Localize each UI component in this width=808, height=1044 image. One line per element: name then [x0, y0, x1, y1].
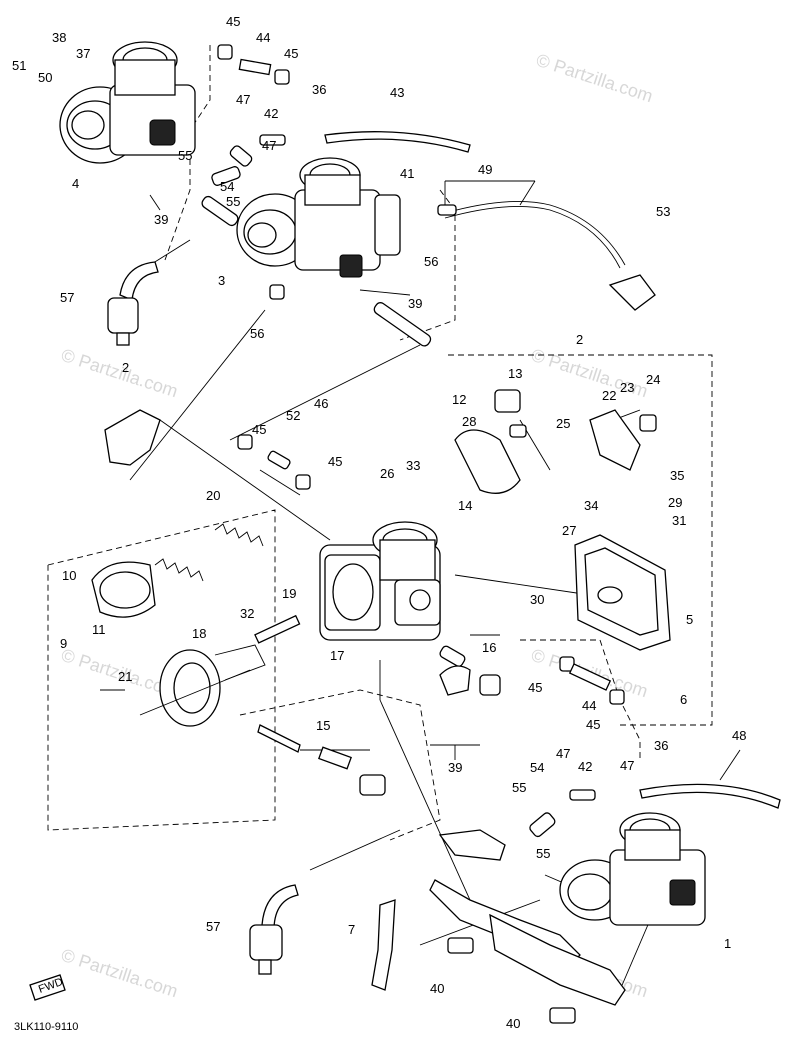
- callout-number: 39: [408, 296, 422, 311]
- callout-number: 51: [12, 58, 26, 73]
- vacuum-chamber-cover: [91, 561, 156, 618]
- callout-number: 36: [312, 82, 326, 97]
- callout-number: 45: [252, 422, 266, 437]
- callout-number: 45: [328, 454, 342, 469]
- carburetor-body-19: [319, 521, 441, 641]
- spring-20: [154, 523, 264, 582]
- watermark: © Partzilla.com: [59, 945, 181, 1002]
- callout-number: 13: [508, 366, 522, 381]
- callout-number: 46: [314, 396, 328, 411]
- callout-number: 12: [452, 392, 466, 407]
- callout-number: 18: [192, 626, 206, 641]
- callout-number: 44: [256, 30, 270, 45]
- callout-number: 1: [724, 936, 731, 951]
- callout-number: 57: [60, 290, 74, 305]
- diagram-code: 3LK110-9110: [14, 1021, 78, 1033]
- callout-number: 54: [220, 179, 234, 194]
- callout-number: 56: [250, 326, 264, 341]
- callout-number: 27: [562, 523, 576, 538]
- callout-number: 10: [62, 568, 76, 583]
- callout-number: 40: [506, 1016, 520, 1031]
- float-chamber-27: [574, 534, 671, 651]
- callout-number: 47: [556, 746, 570, 761]
- callout-number: 29: [668, 495, 682, 510]
- float-assembly: [454, 389, 657, 494]
- callout-number: 55: [536, 846, 550, 861]
- callout-number: 11: [92, 622, 106, 637]
- callout-number: 49: [478, 162, 492, 177]
- callout-number: 47: [236, 92, 250, 107]
- carburetor-assembly-3: [236, 157, 401, 278]
- callout-number: 15: [316, 718, 330, 733]
- callout-number: 25: [556, 416, 570, 431]
- watermark: © Partzilla.com: [59, 345, 181, 402]
- callout-number: 44: [582, 698, 596, 713]
- callout-number: 22: [602, 388, 616, 403]
- watermark: © Partzilla.com: [534, 50, 656, 107]
- callout-number: 36: [654, 738, 668, 753]
- callout-number: 24: [646, 372, 660, 387]
- callout-number: 6: [680, 692, 687, 707]
- joint-pipe-57-lower: [249, 884, 299, 975]
- callout-number: 32: [240, 606, 254, 621]
- callout-number: 45: [226, 14, 240, 29]
- callout-number: 43: [390, 85, 404, 100]
- callout-number: 14: [458, 498, 472, 513]
- callout-number: 41: [400, 166, 414, 181]
- callout-number: 37: [76, 46, 90, 61]
- callout-number: 57: [206, 919, 220, 934]
- callout-number: 5: [686, 612, 693, 627]
- callout-number: 55: [226, 194, 240, 209]
- callout-number: 45: [586, 717, 600, 732]
- callout-number: 16: [482, 640, 496, 655]
- callout-number: 2: [576, 332, 583, 347]
- callout-number: 30: [530, 592, 544, 607]
- small-fittings: [201, 44, 625, 838]
- callout-number: 56: [424, 254, 438, 269]
- callout-number: 45: [284, 46, 298, 61]
- callout-number: 31: [672, 513, 686, 528]
- callout-number: 34: [584, 498, 598, 513]
- callout-number: 45: [528, 680, 542, 695]
- callout-number: 53: [656, 204, 670, 219]
- callout-number: 19: [282, 586, 296, 601]
- callout-number: 40: [430, 981, 444, 996]
- hoses: [324, 131, 781, 809]
- callout-number: 48: [732, 728, 746, 743]
- callout-number: 26: [380, 466, 394, 481]
- callout-number: 47: [620, 758, 634, 773]
- callout-number: 23: [620, 380, 634, 395]
- callout-number: 21: [118, 669, 132, 684]
- callout-number: 33: [406, 458, 420, 473]
- brackets: [104, 409, 626, 1024]
- callout-number: 39: [154, 212, 168, 227]
- callout-number: 35: [670, 468, 684, 483]
- callout-number: 9: [60, 636, 67, 651]
- callout-number: 20: [206, 488, 220, 503]
- joint-pipe-57-upper: [107, 261, 159, 346]
- callout-number: 47: [262, 138, 276, 153]
- callout-number: 2: [122, 360, 129, 375]
- carburetor-assembly-1: [559, 812, 706, 926]
- callout-number: 55: [178, 148, 192, 163]
- callout-number: 52: [286, 408, 300, 423]
- callout-number: 39: [448, 760, 462, 775]
- callout-number: 3: [218, 273, 225, 288]
- carburetor-assembly-4: [59, 41, 196, 164]
- callout-number: 4: [72, 176, 79, 191]
- callout-number: 50: [38, 70, 52, 85]
- callout-number: 42: [264, 106, 278, 121]
- callout-number: 28: [462, 414, 476, 429]
- callout-number: 7: [348, 922, 355, 937]
- callout-number: 42: [578, 759, 592, 774]
- callout-number: 55: [512, 780, 526, 795]
- callout-number: 17: [330, 648, 344, 663]
- callout-number: 38: [52, 30, 66, 45]
- callout-number: 54: [530, 760, 544, 775]
- front-direction-badge: FWD: [29, 974, 66, 1001]
- diaphragm-piston-18: [139, 644, 266, 727]
